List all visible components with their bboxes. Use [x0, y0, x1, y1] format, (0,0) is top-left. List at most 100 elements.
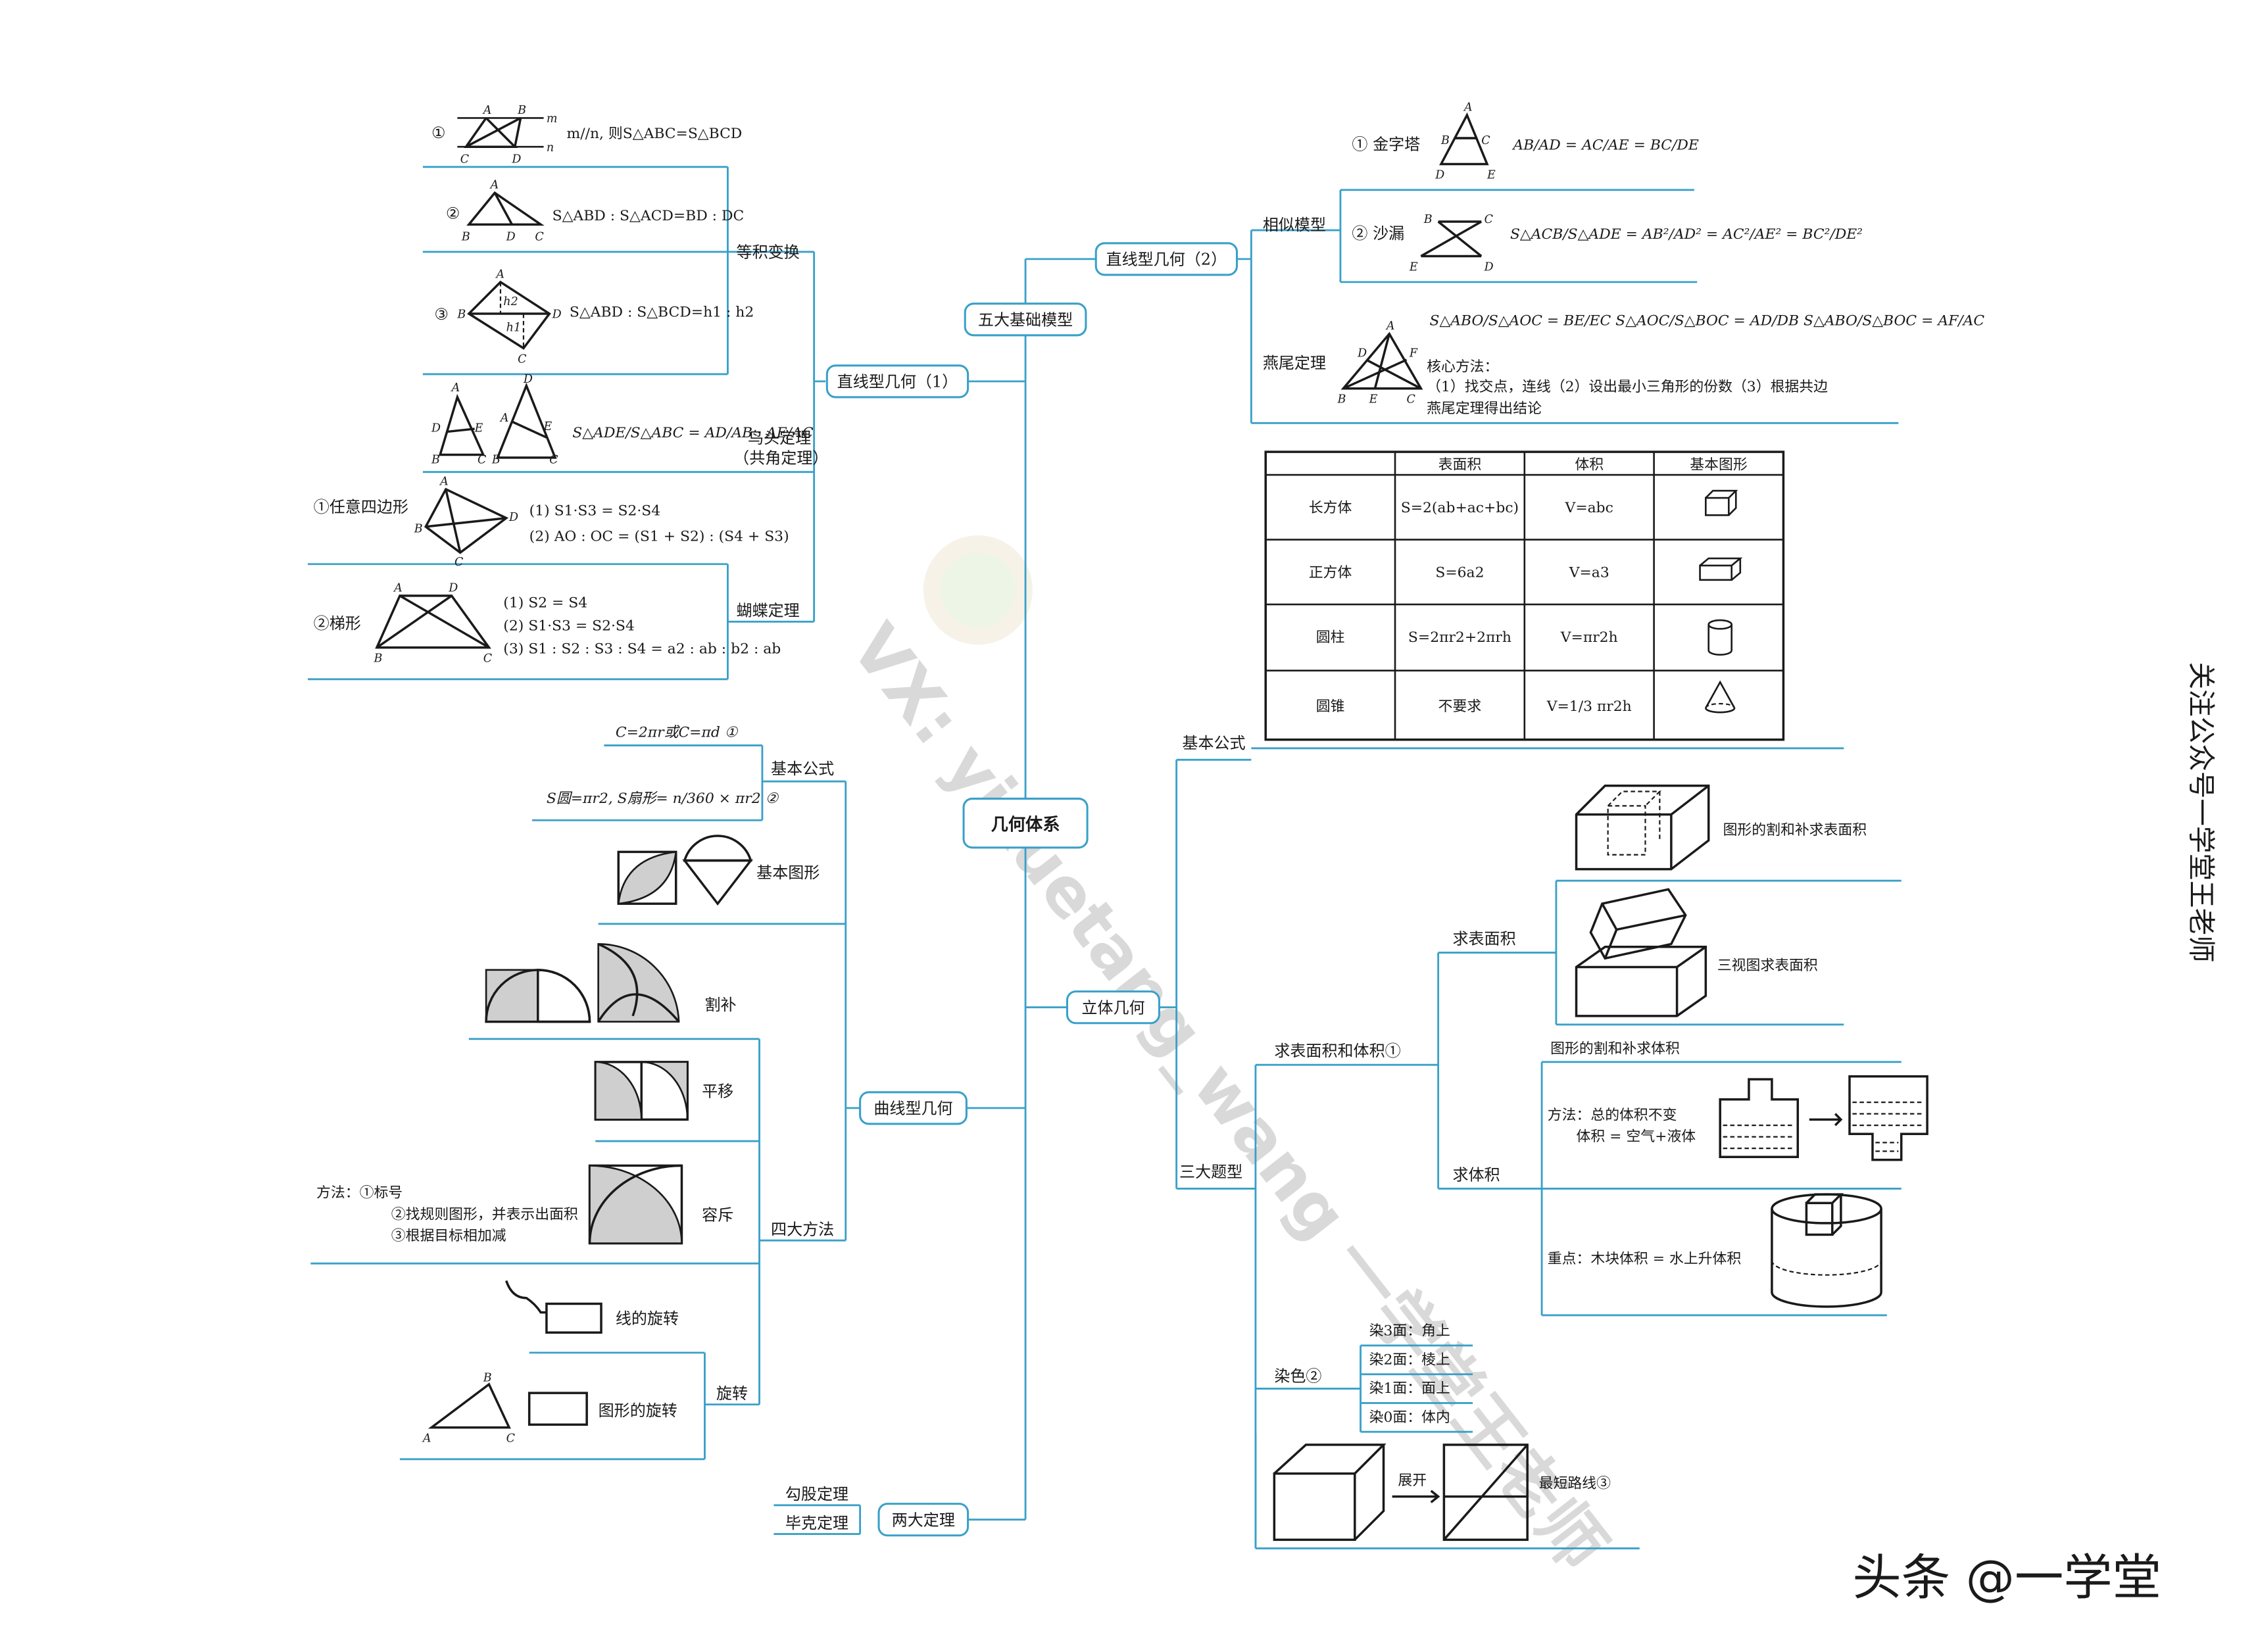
svg-text:A: A	[1385, 320, 1395, 333]
svg-text:B: B	[431, 454, 440, 467]
curve-formula-label: 基本公式	[771, 760, 834, 778]
cut-fill-figure	[485, 942, 680, 1023]
svg-text:②梯形: ②梯形	[314, 614, 361, 633]
svg-text:S=6a2: S=6a2	[1435, 564, 1484, 581]
equal-area-2-text: S△ABD : S△ACD=BD : DC	[552, 208, 745, 224]
svg-text:C: C	[454, 556, 464, 569]
connectors	[307, 166, 1902, 1549]
shape-rotation-figure: ABC	[422, 1372, 588, 1446]
svg-text:③: ③	[434, 305, 449, 324]
node-five-models[interactable]: 五大基础模型	[964, 303, 1087, 337]
svg-text:S△ACB/S△ADE = AB²/AD² = AC²/AE: S△ACB/S△ADE = AB²/AD² = AC²/AE² = BC²/DE…	[1510, 226, 1863, 243]
svg-text:D: D	[1484, 260, 1494, 274]
svg-text:A: A	[439, 475, 449, 488]
svg-text:A: A	[482, 104, 492, 117]
node-line2[interactable]: 直线型几何（2）	[1094, 242, 1239, 276]
volume-key-text: 重点：木块体积 = 水上升体积	[1548, 1251, 1741, 1267]
theorem-pick: 毕克定理	[785, 1514, 848, 1532]
dye-0: 染0面：体内	[1369, 1409, 1450, 1426]
line-rotation-figure	[505, 1280, 602, 1334]
svg-text:D: D	[552, 308, 562, 322]
method-translation: 平移	[702, 1082, 733, 1100]
swallowtail-core: 核心方法：	[1427, 359, 1498, 376]
svg-text:A: A	[495, 268, 504, 281]
surface-cut-text: 图形的割和补求表面积	[1723, 822, 1867, 838]
svg-text:(1) S2 = S4: (1) S2 = S4	[503, 595, 587, 611]
svg-text:B: B	[374, 652, 383, 666]
svg-text:A: A	[422, 1432, 431, 1446]
svg-text:B: B	[414, 523, 423, 536]
cone-icon	[1705, 680, 1736, 714]
flat-box-icon	[1699, 557, 1743, 581]
svg-text:V=πr2h: V=πr2h	[1560, 629, 1618, 646]
svg-text:B: B	[456, 308, 466, 322]
svg-text:E: E	[543, 420, 552, 433]
theorem-pythagoras: 勾股定理	[785, 1485, 848, 1503]
three-types-label: 三大题型	[1179, 1163, 1242, 1181]
swallowtail-desc-1: （1）找交点，连线（2）设出最小三角形的份数（3）根据共边	[1427, 379, 1828, 395]
svg-text:(2) S1·S3 = S2·S4: (2) S1·S3 = S2·S4	[503, 618, 634, 634]
similar-pyramid: ① 金字塔 AB CD E AB/AD = AC/AE = BC/DE	[1352, 101, 1698, 182]
curve-formula-1: C=2πr或C=πd ①	[616, 724, 739, 741]
similar-label: 相似模型	[1263, 216, 1326, 234]
svg-text:V=1/3 πr2h: V=1/3 πr2h	[1546, 698, 1632, 715]
surface-label: 求表面积	[1452, 929, 1515, 948]
node-solid[interactable]: 立体几何	[1066, 990, 1160, 1025]
method-inclusion-exclusion: 容斥	[702, 1206, 733, 1225]
svg-text:B: B	[1440, 134, 1450, 147]
svg-text:E: E	[1486, 168, 1496, 182]
node-line1[interactable]: 直线型几何（1）	[825, 364, 969, 399]
svg-text:D: D	[508, 511, 518, 524]
svg-text:AB/AD = AC/AE = BC/DE: AB/AD = AC/AE = BC/DE	[1511, 137, 1699, 154]
equal-area-label: 等积变换	[737, 243, 800, 262]
side-text: 关注公众号一学堂王老师	[2185, 662, 2217, 963]
node-root[interactable]: 几何体系	[962, 797, 1089, 849]
four-methods-label: 四大方法	[771, 1220, 834, 1238]
svg-text:S=2πr2+2πrh: S=2πr2+2πrh	[1408, 629, 1511, 646]
svg-text:C: C	[1481, 134, 1490, 147]
svg-text:C: C	[518, 352, 527, 366]
volume-method-1: 方法：总的体积不变	[1548, 1107, 1677, 1123]
svg-text:基本图形: 基本图形	[1690, 456, 1748, 473]
line1-title: 直线型几何（1）	[837, 373, 958, 391]
surface-views-figure	[1575, 888, 1707, 1017]
node-curve[interactable]: 曲线型几何	[859, 1091, 968, 1125]
svg-text:D: D	[506, 230, 516, 243]
svg-text:E: E	[1369, 393, 1378, 406]
svg-text:表面积: 表面积	[1438, 456, 1482, 473]
surface-views-text: 三视图求表面积	[1717, 958, 1818, 974]
svg-text:圆锥: 圆锥	[1316, 698, 1345, 715]
svg-text:E: E	[474, 422, 483, 435]
svg-text:(3) S1 : S2 : S3 : S4 = a2 : a: (3) S1 : S2 : S3 : S4 = a2 : ab : b2 : a…	[503, 641, 781, 657]
inclusion-exclusion-figure	[588, 1164, 683, 1245]
svg-text:C: C	[1407, 393, 1416, 406]
svg-text:S=2(ab+ac+bc): S=2(ab+ac+bc)	[1401, 500, 1519, 516]
root-label: 几何体系	[991, 815, 1060, 835]
equal-area-1-text: m//n, 则S△ABC=S△BCD	[567, 126, 743, 142]
method-cut-fill: 割补	[704, 996, 736, 1014]
svg-text:(2) AO : OC = (S1 + S2) : (S4: (2) AO : OC = (S1 + S2) : (S4 + S3)	[529, 529, 789, 545]
volume-label: 求体积	[1452, 1165, 1500, 1184]
svg-text:n: n	[547, 141, 554, 155]
node-two-theorems[interactable]: 两大定理	[877, 1503, 969, 1537]
butterfly-quad: ①任意四边形 AB DC (1) S1·S3 = S2·S4 (2) AO : …	[314, 475, 789, 569]
svg-text:B: B	[517, 104, 526, 117]
svg-text:B: B	[461, 230, 470, 243]
svg-text:C: C	[506, 1432, 516, 1446]
svg-text:体积: 体积	[1575, 456, 1604, 473]
svg-text:B: B	[491, 454, 501, 467]
water-rise-figure	[1771, 1193, 1882, 1308]
svg-text:正方体: 正方体	[1309, 564, 1352, 581]
svg-text:D: D	[448, 581, 458, 595]
equal-area-3-text: S△ABD : S△BCD=h1 : h2	[570, 304, 754, 320]
two-theorems-title: 两大定理	[892, 1511, 955, 1529]
swallowtail-label: 燕尾定理	[1263, 354, 1326, 372]
basic-formula-label: 基本公式	[1182, 734, 1245, 752]
basic-shapes-label: 基本图形	[756, 863, 820, 882]
svg-text:m: m	[547, 112, 558, 126]
